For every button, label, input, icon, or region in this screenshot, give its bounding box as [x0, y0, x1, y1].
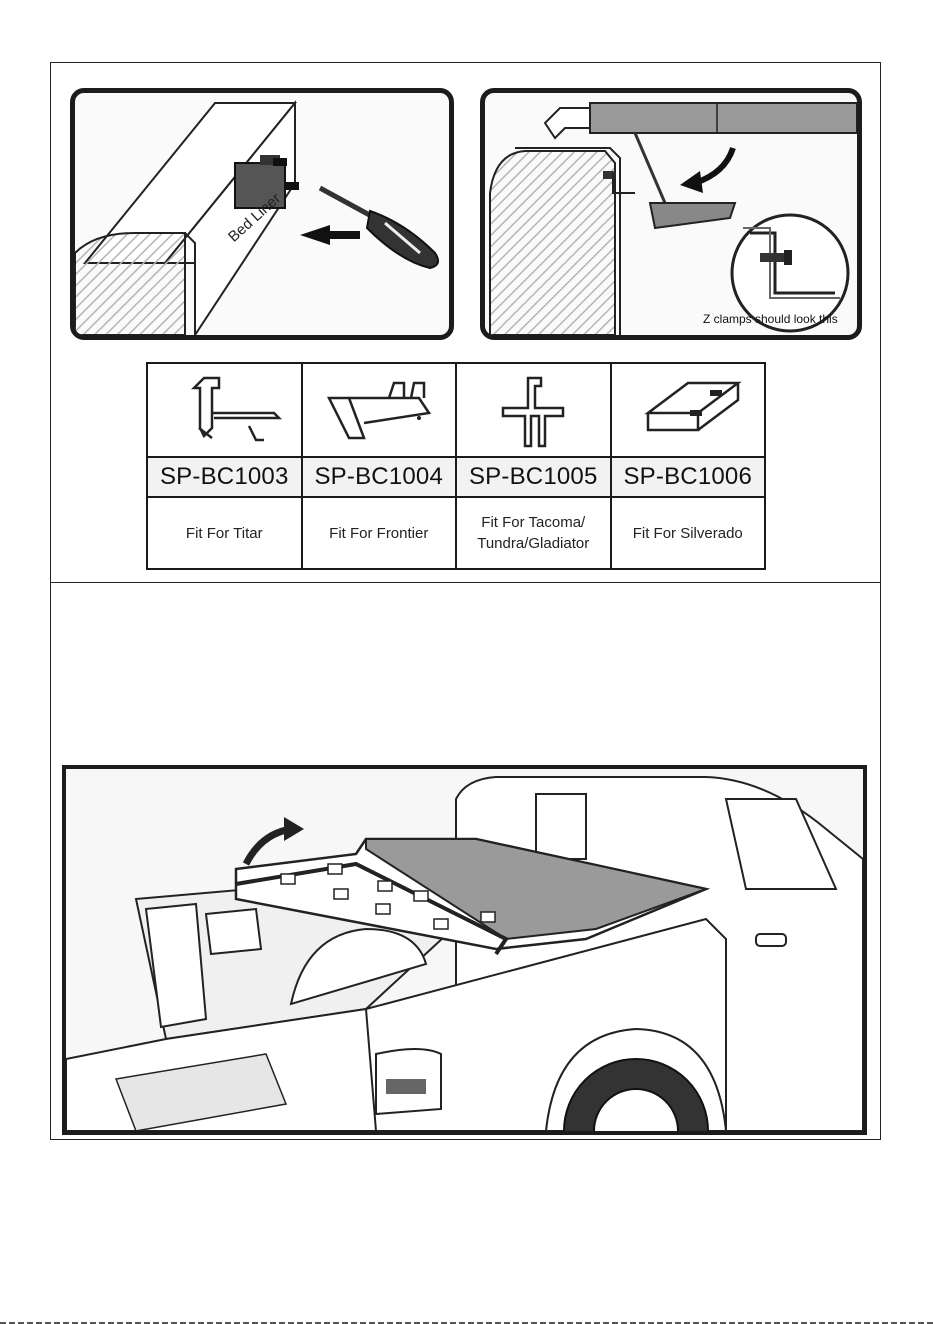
- z-clamp-note: Z clamps should look this: [703, 312, 838, 326]
- part-code: SP-BC1005: [456, 457, 611, 497]
- clamp-parts-table: SP-BC1003 SP-BC1004 SP-BC1005 SP-BC1006 …: [146, 362, 766, 570]
- z-clamp-drawing: [485, 93, 857, 335]
- parts-code-row: SP-BC1003 SP-BC1004 SP-BC1005 SP-BC1006: [147, 457, 765, 497]
- clamp-bc1003-icon: [164, 368, 284, 448]
- part-fit: Fit For Silverado: [611, 497, 766, 569]
- clamp-bc1004-icon: [319, 368, 439, 448]
- part-image-cell: [147, 363, 302, 457]
- part-fit: Fit For Frontier: [302, 497, 457, 569]
- clamp-bc1005-icon: [473, 368, 593, 448]
- section-divider: [50, 582, 881, 583]
- part-fit: Fit For Titar: [147, 497, 302, 569]
- bed-liner-bracket-illustration: Bed Liner: [70, 88, 454, 340]
- parts-fit-row: Fit For Titar Fit For Frontier Fit For T…: [147, 497, 765, 569]
- truck-tonneau-cover-illustration: [62, 765, 867, 1135]
- clamp-bc1006-icon: [628, 368, 748, 448]
- z-clamp-illustration: [480, 88, 862, 340]
- truck-drawing: [66, 769, 863, 1131]
- part-code: SP-BC1006: [611, 457, 766, 497]
- part-code: SP-BC1004: [302, 457, 457, 497]
- part-code: SP-BC1003: [147, 457, 302, 497]
- part-fit: Fit For Tacoma/ Tundra/Gladiator: [456, 497, 611, 569]
- part-image-cell: [456, 363, 611, 457]
- parts-image-row: [147, 363, 765, 457]
- part-image-cell: [302, 363, 457, 457]
- part-image-cell: [611, 363, 766, 457]
